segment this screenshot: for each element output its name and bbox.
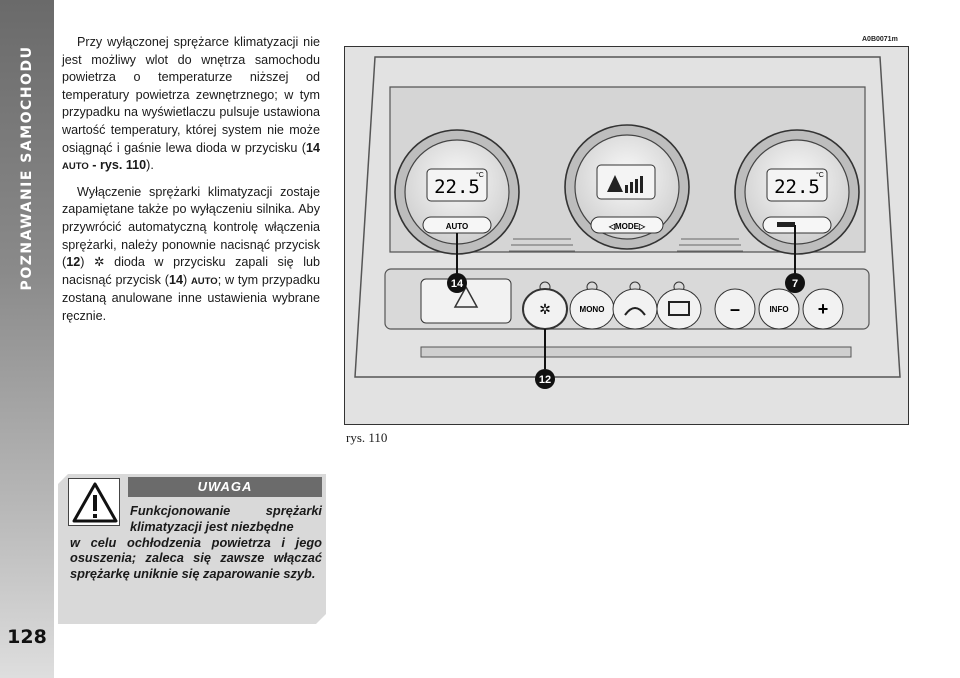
info-buttons: – INFO + bbox=[714, 288, 844, 330]
callout-12: 12 bbox=[535, 329, 555, 389]
auto-button-label: AUTO bbox=[446, 222, 469, 231]
warning-box: UWAGA Funkcjonowanie sprężarki klimatyza… bbox=[58, 474, 326, 624]
warning-title: UWAGA bbox=[128, 477, 322, 497]
left-temp-readout: 22.5 bbox=[434, 176, 480, 198]
right-temp-readout: 22.5 bbox=[774, 176, 820, 198]
figure-code: A0B0071m bbox=[862, 36, 898, 43]
section-title: POZNAWANIE SAMOCHODU bbox=[19, 45, 35, 291]
svg-text:14: 14 bbox=[451, 278, 464, 290]
mode-button-label: ◁MODE▷ bbox=[608, 222, 646, 231]
left-temp-dial: 22.5 °C AUTO bbox=[394, 129, 520, 255]
svg-text:INFO: INFO bbox=[769, 305, 788, 314]
figure-caption: rys. 110 bbox=[346, 430, 388, 445]
body-text: Przy wyłączonej sprężarce klimatyzacji n… bbox=[62, 34, 320, 334]
callout-7: 7 bbox=[785, 225, 805, 293]
svg-text:7: 7 bbox=[792, 278, 798, 290]
callout-14: 14 bbox=[447, 233, 467, 293]
svg-text:MONO: MONO bbox=[580, 305, 605, 314]
climate-panel-figure: 22.5 °C AUTO ◁MODE▷ 22.5 °C bbox=[344, 46, 909, 425]
hazard-button bbox=[420, 278, 512, 324]
right-temp-dial: 22.5 °C bbox=[734, 129, 860, 255]
svg-text:°C: °C bbox=[816, 171, 824, 179]
paragraph-1: Przy wyłączonej sprężarce klimatyzacji n… bbox=[62, 35, 320, 173]
paragraph-2: Wyłączenie sprężarki klimatyzacji zostaj… bbox=[62, 184, 320, 323]
rear-defrost-button bbox=[656, 281, 702, 330]
svg-text:°C: °C bbox=[476, 171, 484, 179]
center-mode-dial: ◁MODE▷ bbox=[564, 124, 690, 250]
svg-text:✲: ✲ bbox=[539, 301, 551, 317]
page-number: 128 bbox=[7, 626, 47, 648]
compressor-icon: ✲ bbox=[93, 255, 105, 270]
warning-icon bbox=[68, 478, 120, 526]
svg-text:–: – bbox=[730, 299, 740, 319]
side-strip bbox=[0, 0, 54, 678]
svg-text:+: + bbox=[818, 299, 829, 319]
climate-panel-drawing: 22.5 °C AUTO ◁MODE▷ 22.5 °C bbox=[345, 47, 908, 424]
svg-text:12: 12 bbox=[539, 374, 551, 386]
warning-text: Funkcjonowanie sprężarki klimatyzacji je… bbox=[70, 503, 322, 582]
vent-grilles bbox=[509, 238, 743, 252]
